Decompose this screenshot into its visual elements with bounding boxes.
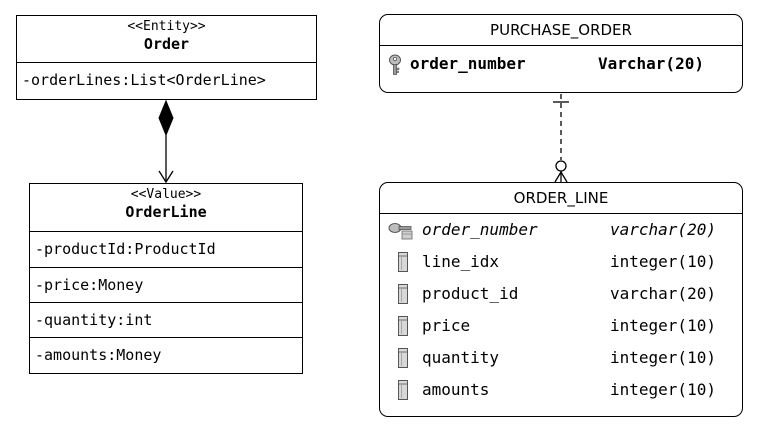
table-row[interactable]: price integer(10) [380, 310, 742, 342]
class-header: <<Entity>> Order [17, 16, 316, 63]
class-name: OrderLine [125, 203, 207, 221]
composition-connector[interactable] [158, 99, 174, 184]
arrowhead-icon [158, 170, 174, 184]
column-icon [398, 316, 408, 336]
composition-diamond-icon [158, 99, 174, 137]
table-order-line[interactable]: ORDER_LINE order_number varchar(20) line… [379, 182, 743, 417]
table-purchase-order[interactable]: PURCHASE_ORDER order_number Varchar(20) [379, 14, 743, 93]
column-icon [398, 252, 408, 272]
attribute-order-lines: -orderLines:List<OrderLine> [22, 71, 266, 89]
column-name: product_id [422, 284, 519, 303]
column-icon [398, 284, 408, 304]
column-type: integer(10) [610, 348, 716, 367]
foreign-key-icon [388, 223, 413, 240]
column-icon [398, 380, 408, 400]
table-name: ORDER_LINE [380, 183, 742, 214]
entity-order-class[interactable]: <<Entity>> Order -orderLines:List<OrderL… [16, 15, 317, 100]
column-name: line_idx [422, 252, 500, 271]
table-row[interactable]: line_idx integer(10) [380, 246, 742, 278]
column-name: order_number [410, 54, 526, 73]
attribute-price: -price:Money [30, 267, 302, 302]
attribute-quantity: -quantity:int [30, 302, 302, 337]
stereotype-label: <<Value>> [130, 187, 202, 202]
table-row[interactable]: amounts integer(10) [380, 374, 742, 406]
attribute-amounts: -amounts:Money [30, 337, 302, 372]
column-type: varchar(20) [610, 284, 716, 303]
column-type: integer(10) [610, 316, 716, 335]
column-icon [398, 348, 408, 368]
column-name: quantity [422, 348, 500, 367]
column-type: varchar(20) [610, 220, 716, 239]
table-row[interactable]: order_number Varchar(20) [380, 52, 742, 84]
column-type: integer(10) [610, 252, 716, 271]
value-orderline-class[interactable]: <<Value>> OrderLine -productId:ProductId… [29, 183, 303, 374]
table-name: PURCHASE_ORDER [380, 15, 742, 46]
column-name: order_number [422, 220, 538, 239]
column-name: amounts [422, 380, 490, 399]
class-name: Order [143, 35, 190, 53]
column-name: price [422, 316, 471, 335]
column-type: Varchar(20) [598, 54, 704, 73]
class-header: <<Value>> OrderLine [30, 184, 302, 232]
foreign-key-connector[interactable] [553, 94, 569, 183]
attribute-product-id: -productId:ProductId [35, 240, 216, 258]
table-row[interactable]: order_number varchar(20) [380, 214, 742, 246]
primary-key-icon [389, 54, 401, 75]
table-row[interactable]: quantity integer(10) [380, 342, 742, 374]
column-type: integer(10) [610, 380, 716, 399]
stereotype-label: <<Entity>> [127, 19, 206, 34]
table-row[interactable]: product_id varchar(20) [380, 278, 742, 310]
zero-circle-icon [555, 160, 567, 172]
